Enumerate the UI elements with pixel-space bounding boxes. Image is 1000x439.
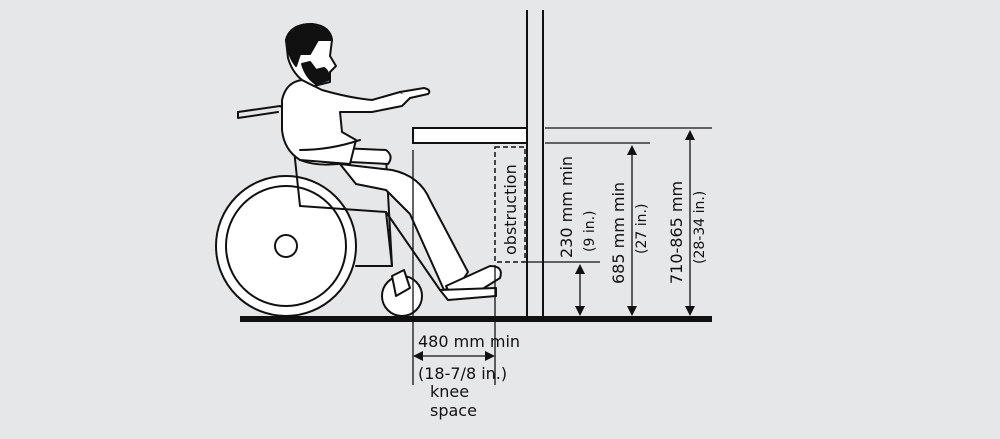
obstruction-label: obstruction	[501, 164, 520, 255]
knee-clearance-in: (27 in.)	[634, 204, 650, 254]
knee-space-line1: knee	[430, 382, 469, 401]
knee-space-line2: space	[430, 401, 477, 420]
knee-width-in: (18-7/8 in.)	[418, 364, 507, 383]
knee-width-mm: 480 mm min	[418, 332, 520, 351]
toe-clearance-in: (9 in.)	[582, 211, 598, 253]
toe-clearance-mm: 230 mm min	[557, 156, 576, 258]
hair	[285, 23, 333, 67]
wheelchair-user-figure	[215, 23, 502, 317]
arrowheads	[413, 130, 695, 361]
counter-top	[412, 127, 528, 144]
beard	[301, 61, 330, 85]
dimension-lines	[412, 127, 712, 385]
wheel-hub	[274, 234, 298, 258]
knee-clearance-mm: 685 mm min	[609, 182, 628, 284]
floor-line	[240, 316, 712, 322]
obstruction-box	[494, 146, 526, 263]
wall-support	[526, 10, 544, 316]
counter-height-in: (28-34 in.)	[692, 191, 708, 264]
counter-height-mm: 710-865 mm	[667, 181, 686, 284]
